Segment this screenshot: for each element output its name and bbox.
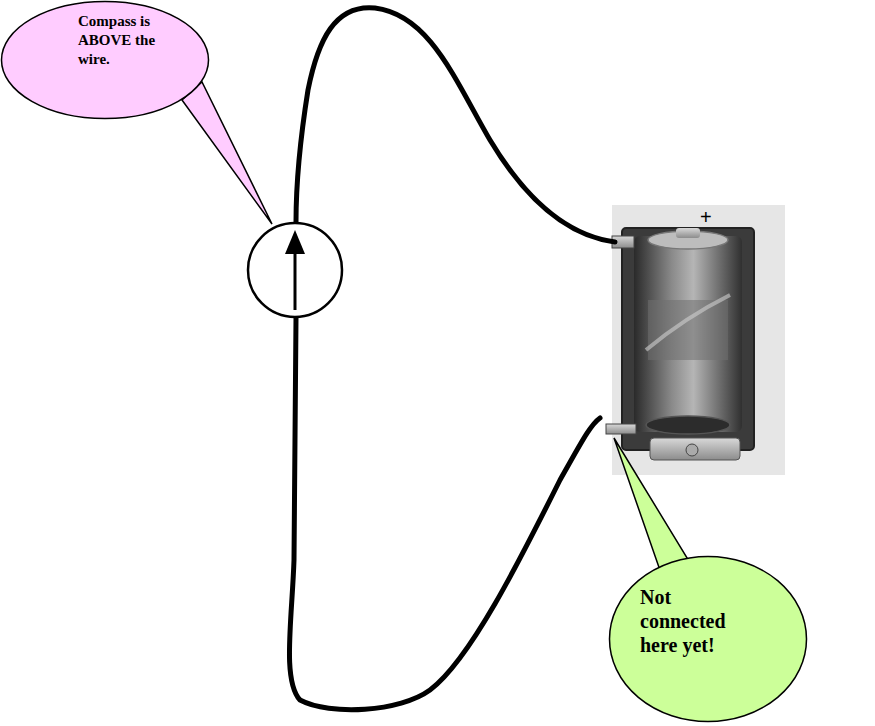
wire [296, 8, 615, 242]
callout-bubble: Compass is ABOVE the wire. [0, 0, 210, 120]
compass-symbol [248, 223, 342, 317]
battery-photo [606, 205, 785, 475]
callout-text: Not connected here yet! [640, 585, 752, 657]
bubble-ellipse [2, 2, 209, 119]
callout-tail [614, 438, 692, 576]
wire [289, 318, 600, 710]
callout-text: Compass is ABOVE the wire. [78, 12, 172, 69]
polarity-mark: + [700, 206, 712, 229]
bubble-ellipse [610, 557, 807, 722]
callout-bubble: Not connected here yet! [608, 555, 808, 723]
callout-tail [182, 82, 272, 224]
